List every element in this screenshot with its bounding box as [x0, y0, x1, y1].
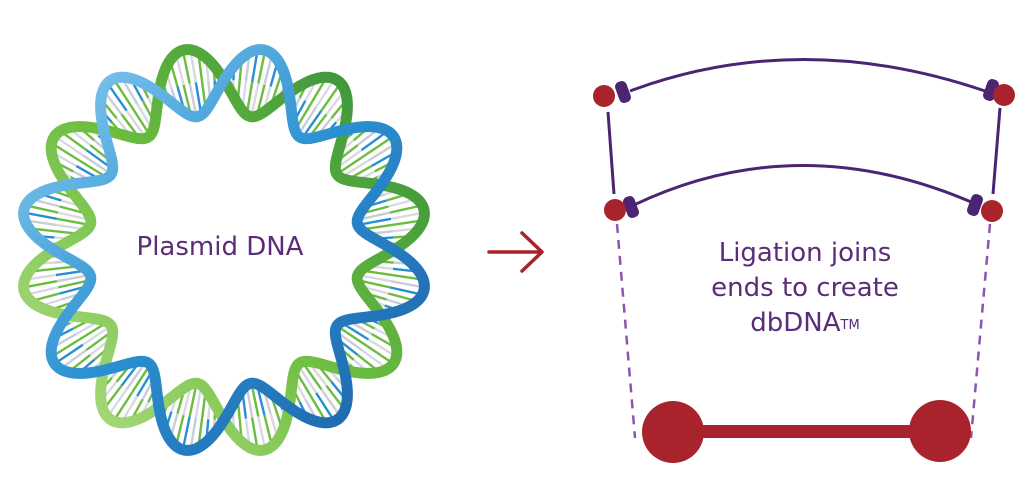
right-dashed-guide	[969, 223, 992, 439]
middle-arc-strand	[633, 164, 979, 207]
ligation-line-3: dbDNATM	[680, 306, 930, 341]
trademark-symbol: TM	[840, 318, 860, 333]
left-side-strand	[606, 111, 616, 195]
left-dashed-guide	[615, 223, 637, 439]
dbdna-text: dbDNA	[750, 308, 841, 338]
end-cap-top-right	[983, 79, 1015, 106]
dbdna-ligation-icon	[593, 58, 1015, 463]
plasmid-label: Plasmid DNA	[136, 232, 304, 262]
ligation-line-1: Ligation joins	[718, 238, 892, 268]
right-side-strand	[991, 107, 1002, 195]
top-arc-strand	[629, 58, 986, 93]
plasmid-helix-icon	[18, 44, 430, 456]
end-cap-mid-right	[967, 194, 1003, 222]
helix-backbone-blue	[18, 44, 430, 456]
ligation-label: Ligation joins ends to create dbDNATM	[680, 236, 930, 341]
dumbbell-dna-icon	[642, 400, 971, 463]
end-cap-top-left	[593, 81, 631, 107]
end-cap-mid-left	[604, 196, 639, 221]
ligation-line-2: ends to create	[711, 273, 899, 303]
right-arrow-icon	[487, 231, 544, 273]
